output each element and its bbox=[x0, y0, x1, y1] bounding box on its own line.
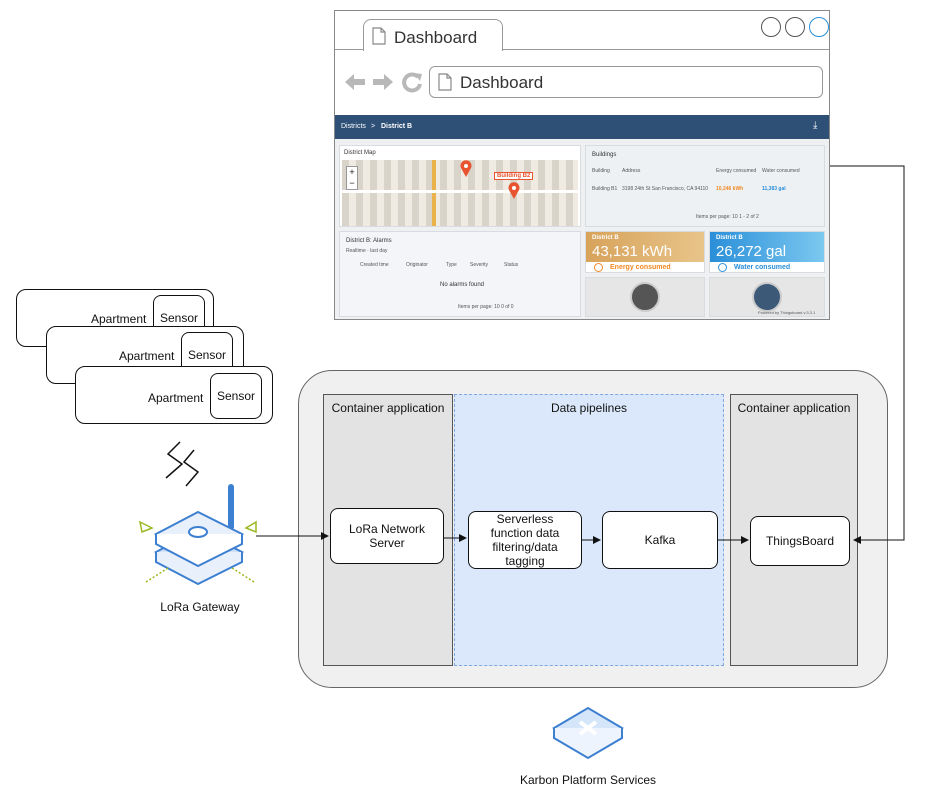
karbon-cube-icon bbox=[552, 706, 624, 760]
building-water: 11,383 gal bbox=[762, 186, 786, 192]
energy-kpi-value: 43,131 kWh bbox=[592, 243, 673, 260]
alarms-title: District B: Alarms bbox=[346, 238, 392, 244]
forward-arrow-icon[interactable] bbox=[371, 72, 395, 92]
address-bar[interactable]: Dashboard bbox=[429, 66, 823, 98]
window-control-1[interactable] bbox=[761, 17, 781, 37]
map-marker-icon[interactable] bbox=[460, 160, 472, 178]
column-title: Data pipelines bbox=[550, 401, 628, 415]
breadcrumb-separator: > bbox=[371, 123, 376, 130]
gateway-label: LoRa Gateway bbox=[160, 600, 240, 614]
dashboard-to-thingsboard-arrow bbox=[830, 165, 905, 544]
kafka-node: Kafka bbox=[602, 511, 718, 569]
buildings-title: Buildings bbox=[592, 152, 617, 158]
energy-kpi-card: District B 43,131 kWh Energy consumed bbox=[585, 231, 705, 273]
buildings-header-address[interactable]: Address bbox=[622, 168, 641, 174]
window-control-2[interactable] bbox=[785, 17, 805, 37]
radio-waves-icon bbox=[165, 441, 200, 487]
alarms-header-severity[interactable]: Severity bbox=[470, 262, 489, 268]
water-icon bbox=[718, 263, 727, 272]
download-icon[interactable]: ⤓ bbox=[813, 120, 818, 131]
browser-tabbar: Dashboard bbox=[335, 11, 829, 51]
alarms-header-status[interactable]: Status bbox=[504, 262, 519, 268]
browser-window: Dashboard Dashboard Districts > Di bbox=[334, 10, 830, 320]
column-title: Container application bbox=[737, 401, 851, 415]
building-address: 3198 24th St San Francisco, CA 94110 bbox=[622, 186, 709, 192]
alarms-header-originator[interactable]: Originator bbox=[406, 262, 428, 268]
energy-kpi-title: District B bbox=[592, 235, 619, 241]
browser-tab[interactable]: Dashboard bbox=[363, 19, 503, 51]
reload-icon[interactable] bbox=[401, 71, 423, 93]
sensor-box: Sensor bbox=[210, 373, 262, 419]
dashboard-header: Districts > District B ⤓ bbox=[335, 115, 829, 139]
alarms-header-type[interactable]: Type bbox=[446, 262, 457, 268]
gateway-icon bbox=[138, 484, 257, 586]
gauge-icon bbox=[752, 282, 782, 312]
window-control-3[interactable] bbox=[809, 17, 829, 37]
address-text: Dashboard bbox=[460, 73, 544, 92]
buildings-header-water[interactable]: Water consumed bbox=[762, 168, 800, 174]
building-energy: 10,246 kWh bbox=[716, 186, 744, 192]
map-zoom-control[interactable]: +− bbox=[346, 166, 358, 190]
water-kpi-value: 26,272 gal bbox=[716, 243, 787, 260]
district-map-panel: District Map +− Building B2 bbox=[339, 145, 581, 227]
document-icon bbox=[438, 73, 452, 91]
apartment-label: Apartment bbox=[119, 349, 175, 363]
map-marker-label: Building B2 bbox=[494, 172, 534, 180]
column-title: Container application bbox=[331, 401, 445, 415]
breadcrumb-current: District B bbox=[381, 123, 413, 130]
water-kpi-title: District B bbox=[716, 235, 743, 241]
buildings-header-building[interactable]: Building bbox=[592, 168, 610, 174]
dashboard-footer: Powered by Thingsboard v.3.3.1 bbox=[758, 310, 816, 315]
karbon-label: Karbon Platform Services bbox=[519, 773, 657, 787]
alarms-header-created[interactable]: Created time bbox=[360, 262, 389, 268]
energy-icon bbox=[594, 263, 603, 272]
energy-kpi-label: Energy consumed bbox=[610, 264, 671, 271]
alarms-empty-message: No alarms found bbox=[440, 282, 485, 288]
apartment-label: Apartment bbox=[148, 391, 204, 405]
buildings-header-energy[interactable]: Energy consumed bbox=[716, 168, 757, 174]
energy-kpi-footer: Energy consumed bbox=[586, 262, 704, 272]
tab-title: Dashboard bbox=[394, 28, 478, 47]
map-road bbox=[342, 190, 578, 193]
alarms-panel: District B: Alarms Realtime · last day C… bbox=[339, 231, 581, 317]
alarms-pager[interactable]: Items per page: 10 0 of 0 bbox=[458, 304, 514, 310]
water-gauge-panel: Powered by Thingsboard v.3.3.1 bbox=[709, 277, 825, 317]
water-kpi-footer: Water consumed bbox=[710, 262, 824, 272]
energy-gauge-panel bbox=[585, 277, 705, 317]
water-kpi-card: District B 26,272 gal Water consumed bbox=[709, 231, 825, 273]
serverless-function-node: Serverless function data filtering/data … bbox=[468, 511, 582, 569]
apartment-label: Apartment bbox=[91, 312, 147, 326]
gauge-icon bbox=[630, 282, 660, 312]
buildings-panel: Buildings Building Address Energy consum… bbox=[585, 145, 825, 227]
map-road bbox=[432, 160, 436, 226]
thingsboard-node: ThingsBoard bbox=[750, 516, 850, 566]
building-name[interactable]: Building B1 bbox=[592, 186, 618, 192]
thingsboard-dashboard: Districts > District B ⤓ District Map +−… bbox=[335, 115, 829, 319]
alarms-filter[interactable]: Realtime · last day bbox=[346, 248, 388, 254]
buildings-pager[interactable]: Items per page: 10 1 - 2 of 2 bbox=[696, 214, 759, 220]
lora-network-server-node: LoRa Network Server bbox=[330, 508, 444, 564]
map-area[interactable]: +− Building B2 bbox=[342, 160, 578, 226]
water-kpi-label: Water consumed bbox=[734, 264, 791, 271]
breadcrumb-root[interactable]: Districts bbox=[341, 123, 366, 130]
apartment-card: Apartment Sensor bbox=[75, 366, 273, 424]
browser-navbar: Dashboard bbox=[335, 49, 829, 115]
map-title: District Map bbox=[344, 150, 376, 156]
document-icon bbox=[372, 27, 386, 45]
map-marker-icon[interactable] bbox=[508, 182, 520, 200]
back-arrow-icon[interactable] bbox=[343, 72, 367, 92]
